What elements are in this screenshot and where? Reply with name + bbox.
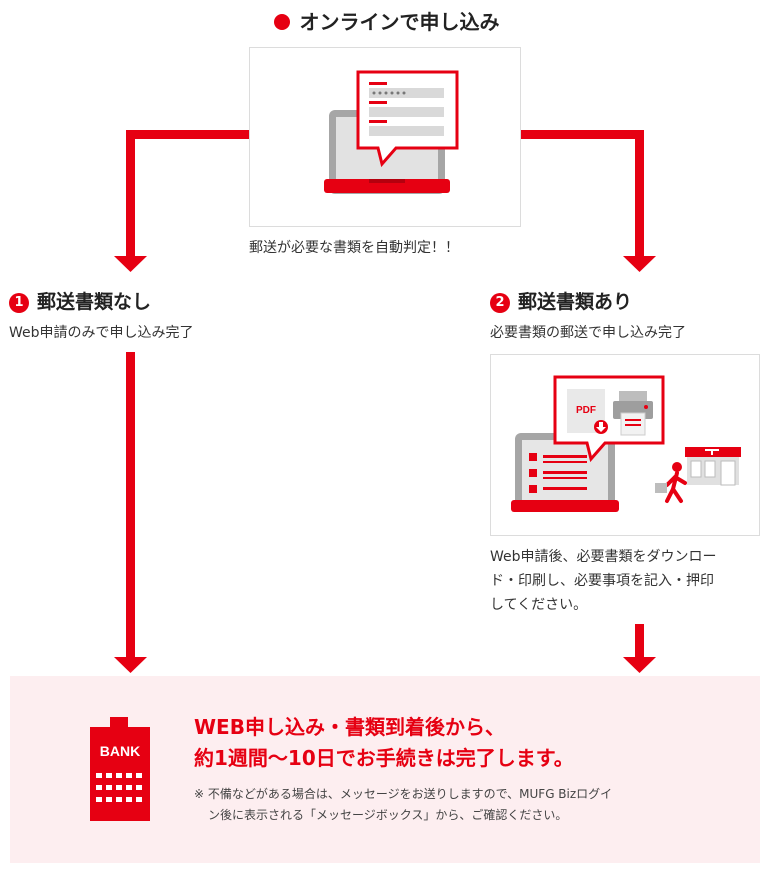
description-line-3: してください。 bbox=[490, 597, 588, 613]
mail-required-subtitle: 必要書類の郵送で申し込み完了 bbox=[490, 325, 686, 341]
pdf-label: PDF bbox=[576, 405, 596, 416]
bank-label: BANK bbox=[100, 743, 140, 759]
mail-required-heading: 2 郵送書類あり bbox=[490, 287, 632, 314]
right-lower-line bbox=[635, 624, 644, 658]
left-branch-horizontal bbox=[126, 130, 250, 139]
step-number-1: 1 bbox=[9, 293, 29, 313]
right-arrowhead-top bbox=[623, 256, 656, 272]
completion-headline-2: 約1週間〜10日でお手続きは完了します。 bbox=[194, 746, 574, 770]
online-title: オンラインで申し込み bbox=[0, 6, 773, 35]
completion-text: WEB申し込み・書類到着後から、 約1週間〜10日でお手続きは完了します。 ※ … bbox=[194, 712, 754, 826]
laptop-base-icon bbox=[324, 179, 450, 193]
left-arrowhead-bottom bbox=[114, 657, 147, 673]
right-arrowhead-bottom bbox=[623, 657, 656, 673]
printer-icon bbox=[619, 391, 647, 403]
description-line-2: ド・印刷し、必要事項を記入・押印 bbox=[490, 573, 714, 589]
description-line-1: Web申請後、必要書類をダウンロー bbox=[490, 549, 717, 565]
mail-required-heading-text: 郵送書類あり bbox=[518, 291, 633, 313]
bank-building-icon: BANK bbox=[90, 717, 150, 821]
no-mail-subtitle: Web申請のみで申し込み完了 bbox=[9, 325, 194, 341]
online-caption: 郵送が必要な書類を自動判定！！ bbox=[249, 240, 459, 256]
right-branch-horizontal bbox=[520, 130, 644, 139]
download-print-mail-illustration: PDF bbox=[511, 375, 741, 512]
laptop-form-illustration bbox=[324, 70, 459, 194]
no-mail-heading: 1 郵送書類なし bbox=[9, 287, 151, 314]
walking-person-icon bbox=[672, 462, 682, 472]
left-lower-line bbox=[126, 352, 135, 658]
left-branch-vertical bbox=[126, 130, 135, 258]
completion-note-1: ※ 不備などがある場合は、メッセージをお送りしますので、MUFG Bizログイ bbox=[194, 787, 613, 801]
left-arrowhead-top bbox=[114, 256, 147, 272]
mail-required-description: Web申請後、必要書類をダウンロー ド・印刷し、必要事項を記入・押印 してくださ… bbox=[490, 545, 760, 617]
mail-illustration-frame: PDF bbox=[490, 354, 760, 536]
completion-note-2: ン後に表示される「メッセージボックス」から、ご確認ください。 bbox=[208, 808, 568, 822]
no-mail-heading-text: 郵送書類なし bbox=[37, 291, 152, 313]
online-illustration-frame bbox=[249, 47, 521, 227]
right-branch-vertical bbox=[635, 130, 644, 258]
step-number-2: 2 bbox=[490, 293, 510, 313]
online-title-text: オンラインで申し込み bbox=[299, 10, 500, 34]
completion-headline-1: WEB申し込み・書類到着後から、 bbox=[194, 715, 505, 739]
red-dot-icon bbox=[273, 14, 290, 30]
